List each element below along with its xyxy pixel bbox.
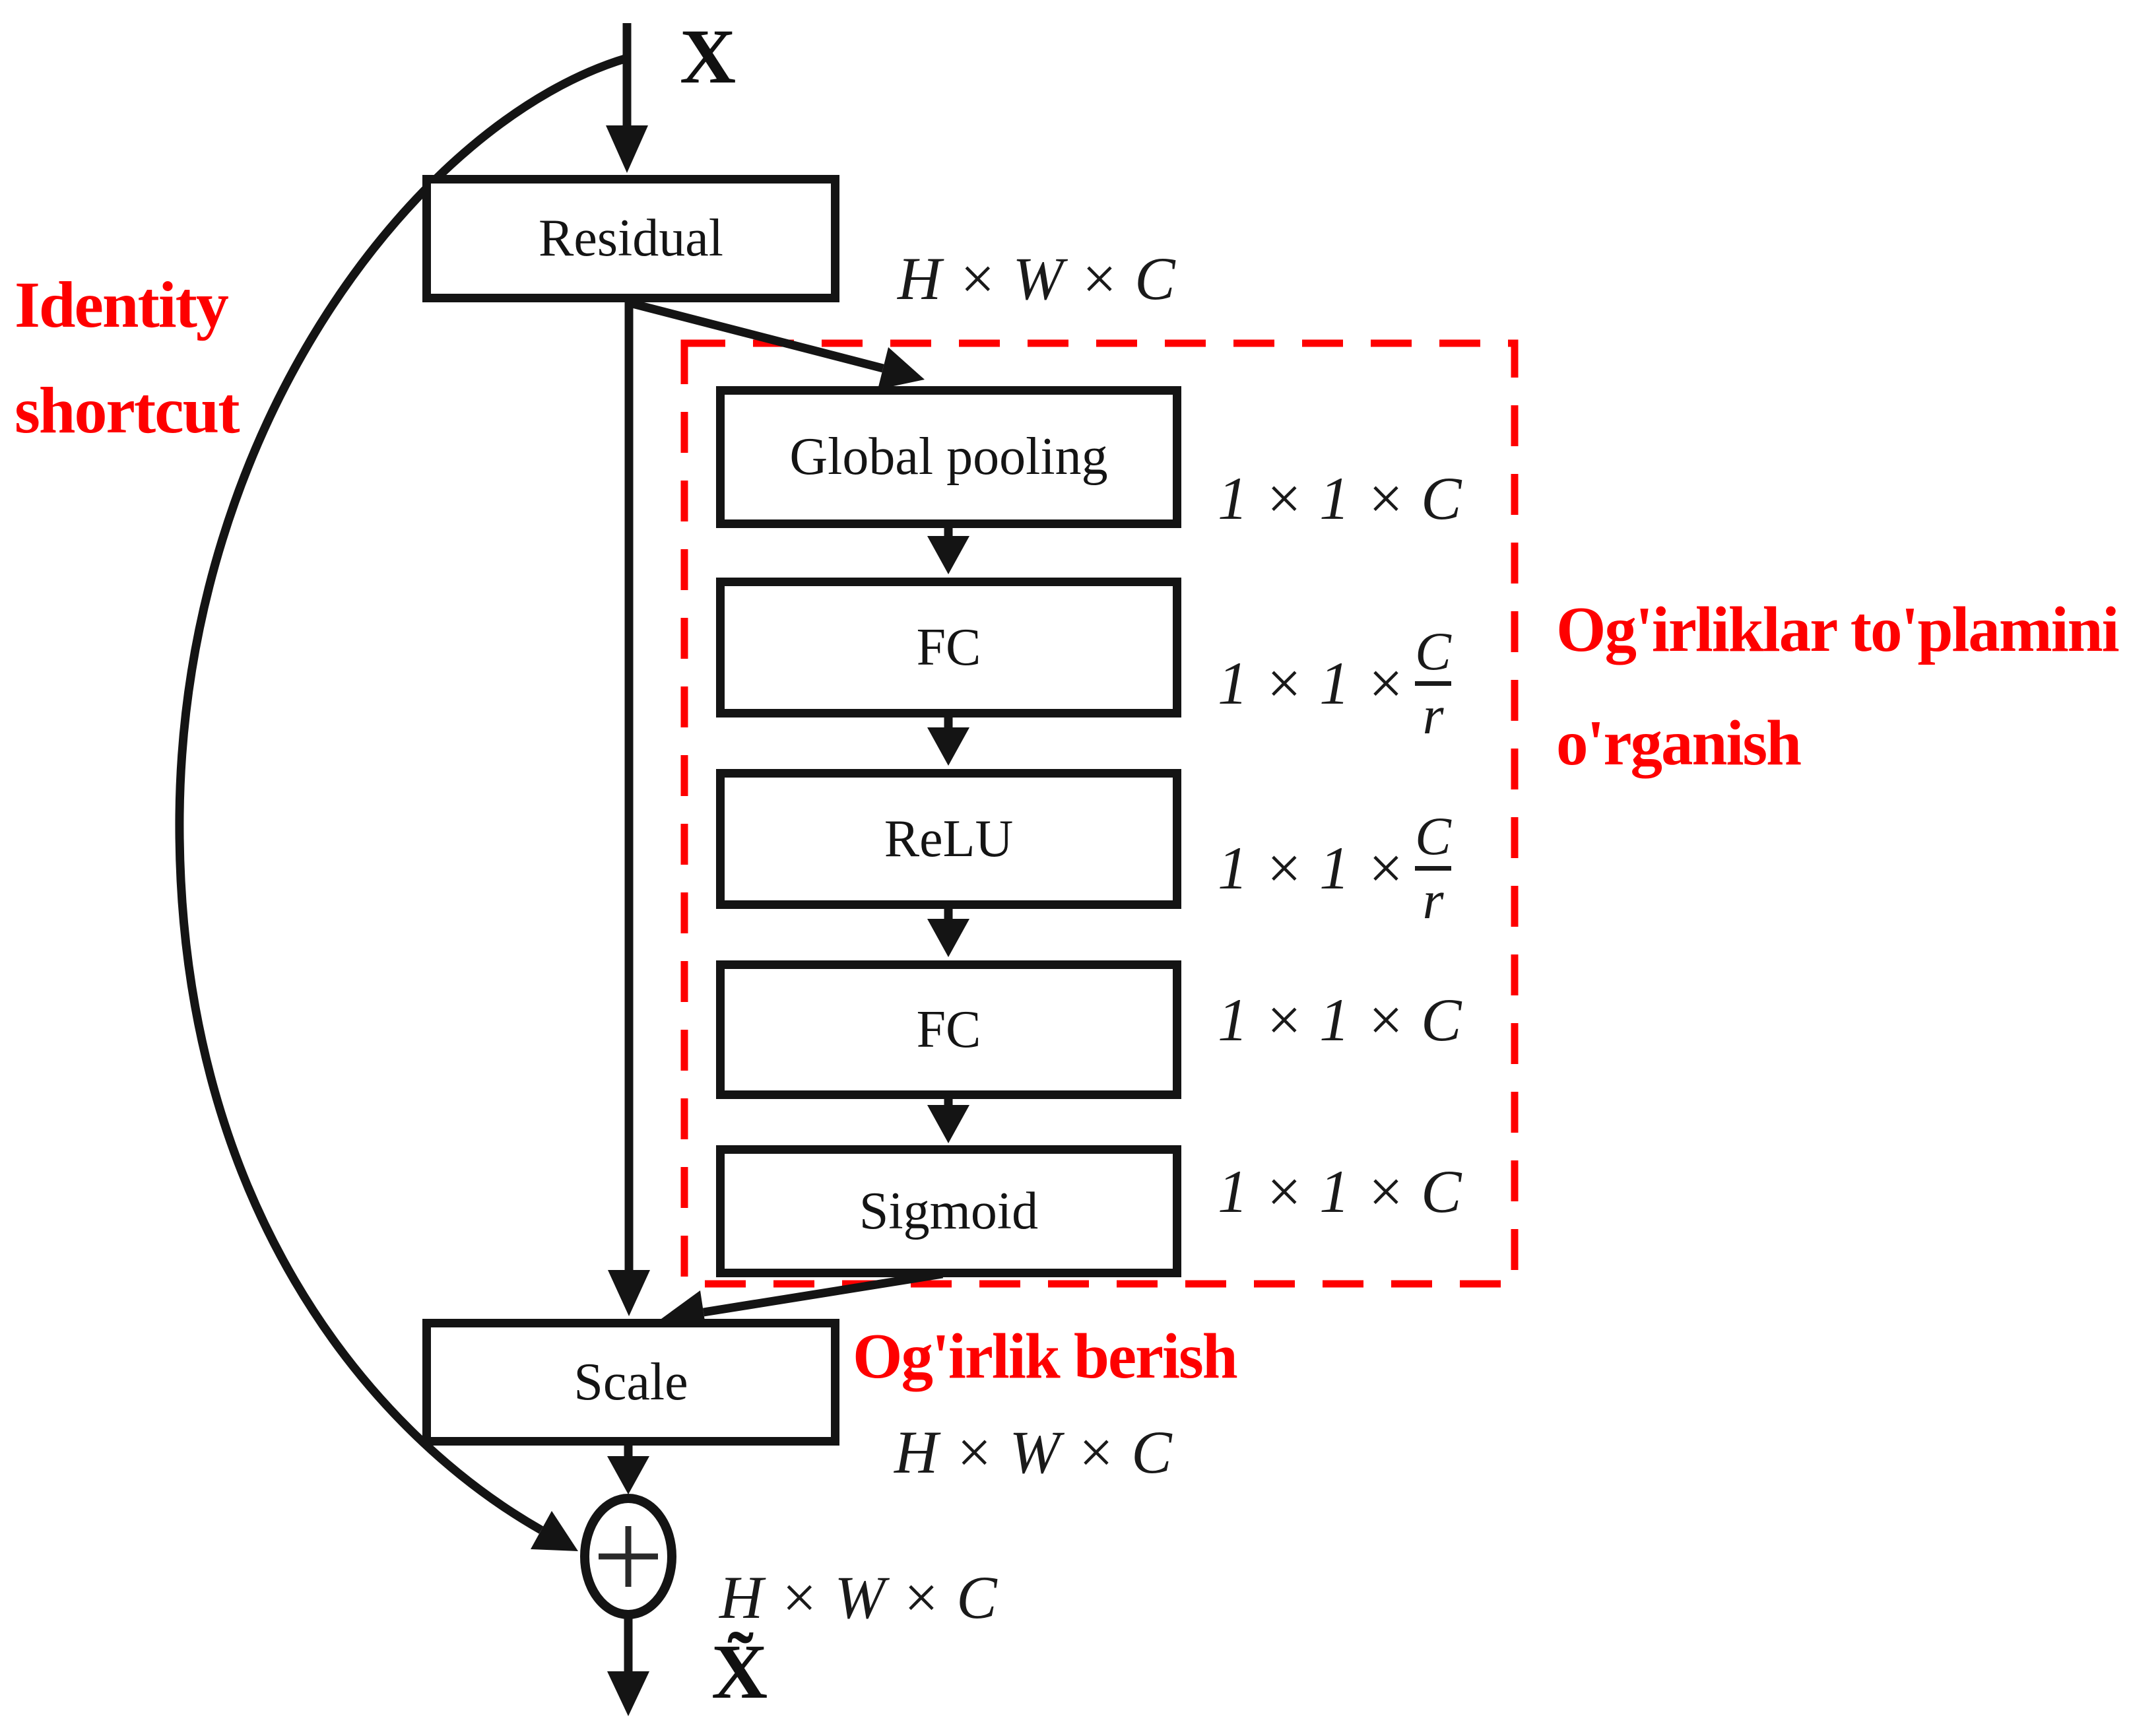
relu-block-label: ReLU xyxy=(884,809,1014,868)
fraction-bar xyxy=(1415,681,1451,686)
dim-label-scale: H × W × C xyxy=(894,1419,1172,1486)
relu-block: ReLU xyxy=(716,769,1181,909)
residual-to-pooling-line xyxy=(631,299,884,373)
output-arrowhead xyxy=(607,1671,649,1716)
dim-label-fc1-fraction: C r xyxy=(1415,624,1451,743)
dim-label-fc2: 1 × 1 × C xyxy=(1218,986,1462,1053)
fraction-bar xyxy=(1415,865,1451,871)
dim-label-fc1: 1 × 1 × C r xyxy=(1218,611,1451,756)
identity-shortcut-label-line1: Identity xyxy=(15,268,229,341)
residual-block-label: Residual xyxy=(539,209,723,267)
dim-label-fc1-prefix: 1 × 1 × xyxy=(1218,650,1406,717)
dim-label-relu-denominator: r xyxy=(1422,869,1444,930)
main-flow-arrowhead xyxy=(608,1270,650,1316)
pooling-to-fc1-arrowhead xyxy=(927,536,969,574)
identity-shortcut-arrowhead xyxy=(531,1511,578,1551)
identity-shortcut-label: Identity shortcut xyxy=(15,252,240,463)
fc1-block-label: FC xyxy=(916,618,981,677)
dim-label-fc1-numerator: C xyxy=(1415,620,1451,681)
global-pooling-block: Global pooling xyxy=(716,386,1181,528)
weights-learning-label-line1: Og'irliklar to'plamini xyxy=(1556,594,2120,665)
dim-label-sum: H × W × C xyxy=(719,1564,997,1631)
input-x-label: X xyxy=(680,13,737,100)
residual-to-pooling-arrowhead xyxy=(878,347,925,389)
scale-to-sum-arrowhead xyxy=(607,1456,649,1494)
sigmoid-to-scale-line xyxy=(702,1269,944,1317)
global-pooling-block-label: Global pooling xyxy=(789,428,1108,486)
fc1-block: FC xyxy=(716,578,1181,718)
dim-label-relu-fraction: C r xyxy=(1415,809,1451,927)
se-region-dashed-border xyxy=(680,339,1519,1288)
scale-block-label: Scale xyxy=(574,1352,688,1411)
sigmoid-block: Sigmoid xyxy=(716,1145,1181,1277)
dim-label-sigmoid: 1 × 1 × C xyxy=(1218,1158,1462,1225)
output-x-tilde-label: X̃ xyxy=(711,1628,768,1715)
sigmoid-block-label: Sigmoid xyxy=(859,1182,1039,1240)
weighting-label: Og'irlik berish xyxy=(853,1321,1238,1391)
fc2-block-label: FC xyxy=(916,1000,981,1059)
dim-label-relu-prefix: 1 × 1 × xyxy=(1218,834,1406,902)
fc2-block: FC xyxy=(716,960,1181,1099)
fc2-to-sigmoid-arrowhead xyxy=(927,1105,969,1143)
dim-label-fc1-denominator: r xyxy=(1422,684,1444,745)
weights-learning-label-line2: o'rganish xyxy=(1556,708,1802,778)
dim-label-relu: 1 × 1 × C r xyxy=(1218,795,1451,941)
fc1-to-relu-arrowhead xyxy=(927,727,969,766)
identity-shortcut-label-line2: shortcut xyxy=(15,374,240,447)
scale-block: Scale xyxy=(422,1319,839,1446)
dim-label-global-pooling: 1 × 1 × C xyxy=(1218,465,1462,532)
dim-label-residual: H × W × C xyxy=(898,245,1175,312)
relu-to-fc2-arrowhead xyxy=(927,919,969,957)
plus-cross-icon xyxy=(599,1526,658,1587)
residual-block: Residual xyxy=(422,175,839,302)
weights-learning-label: Og'irliklar to'plamini o'rganish xyxy=(1556,573,2120,800)
input-arrowhead xyxy=(606,125,648,173)
dim-label-relu-numerator: C xyxy=(1415,805,1451,866)
